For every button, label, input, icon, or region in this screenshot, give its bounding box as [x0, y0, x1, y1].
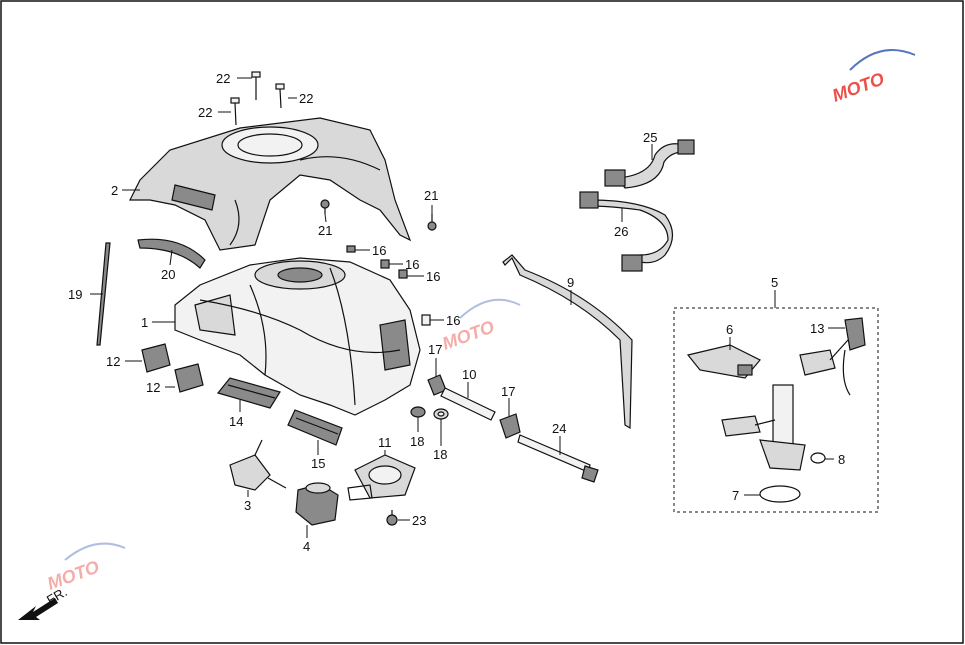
part-1-fuel-tank: [174, 257, 421, 416]
callout-22: 22: [198, 105, 212, 120]
callout-12: 12: [146, 380, 160, 395]
callout-18: 18: [410, 434, 424, 449]
part-19-cable-tie: [96, 242, 111, 346]
callout-16: 16: [446, 313, 460, 328]
callout-6: 6: [726, 322, 733, 337]
callout-4: 4: [303, 539, 310, 554]
callout-9: 9: [567, 275, 574, 290]
callout-22: 22: [299, 91, 313, 106]
callout-17: 17: [428, 342, 442, 357]
callout-16: 16: [372, 243, 386, 258]
part-5-fuel-pump-assembly: [673, 307, 879, 513]
callout-2: 2: [111, 183, 118, 198]
part-17-grommets: [427, 374, 521, 439]
leader-lines: [90, 77, 845, 538]
part-26-fuel-hose: [579, 191, 674, 272]
part-25-fuel-hose: [604, 139, 695, 189]
callout-25: 25: [643, 130, 657, 145]
callout-3: 3: [244, 498, 251, 513]
callout-labels: 22 22 22 2 21 21 19 20 16 16 16 16 1 12 …: [68, 71, 845, 554]
svg-text:MOTO: MOTO: [45, 557, 102, 594]
callout-21: 21: [424, 188, 438, 203]
callout-16: 16: [426, 269, 440, 284]
callout-12: 12: [106, 354, 120, 369]
callout-10: 10: [462, 367, 476, 382]
watermark-logo: MOTO: [830, 49, 916, 106]
part-2-tank-cover: [129, 117, 412, 251]
callout-5: 5: [771, 275, 778, 290]
part-12-rubber-mounts: [141, 343, 204, 393]
callout-7: 7: [732, 488, 739, 503]
callout-1: 1: [141, 315, 148, 330]
callout-22: 22: [216, 71, 230, 86]
part-23-bolt: [386, 510, 398, 526]
part-15-heat-shield: [287, 409, 343, 446]
part-21-screws: [320, 199, 437, 231]
callout-17: 17: [501, 384, 515, 399]
callout-16: 16: [405, 257, 419, 272]
callout-11: 11: [378, 435, 392, 450]
part-22-bolts: [230, 71, 285, 126]
part-10-tube: [440, 387, 496, 421]
callout-15: 15: [311, 456, 325, 471]
callout-20: 20: [161, 267, 175, 282]
svg-text:MOTO: MOTO: [830, 69, 887, 106]
callout-21: 21: [318, 223, 332, 238]
part-20-rubber-strip: [137, 238, 206, 269]
callout-8: 8: [838, 452, 845, 467]
watermark-logo-bottom: MOTO: [45, 542, 126, 594]
part-24-shaft: [517, 434, 599, 483]
callout-23: 23: [412, 513, 426, 528]
part-18-washers: [410, 406, 449, 420]
callout-24: 24: [552, 421, 566, 436]
part-3-sensor: [229, 439, 287, 491]
callout-18: 18: [433, 447, 447, 462]
callout-19: 19: [68, 287, 82, 302]
callout-13: 13: [810, 321, 824, 336]
part-9-breather-hose: [502, 254, 633, 430]
part-4-connector: [295, 482, 339, 526]
callout-26: 26: [614, 224, 628, 239]
callout-14: 14: [229, 414, 243, 429]
part-11-flange-plate: [347, 454, 416, 501]
part-14-heat-shield: [216, 377, 281, 409]
